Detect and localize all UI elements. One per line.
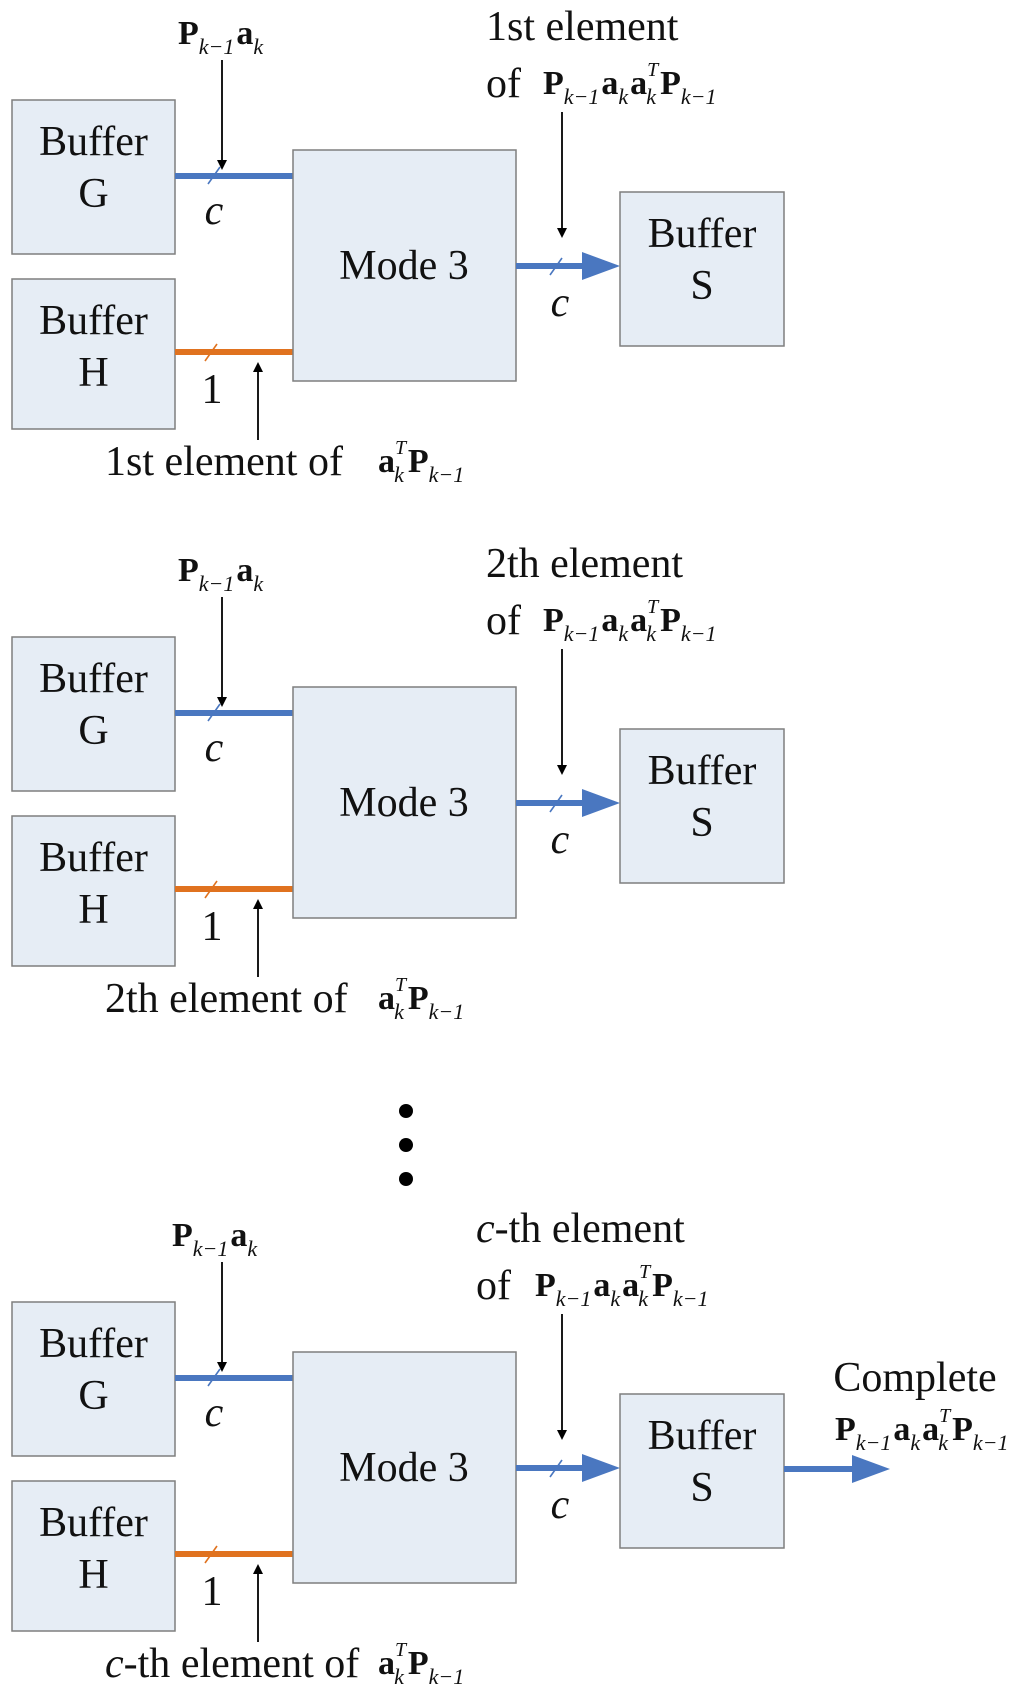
buffer-g-box bbox=[11, 99, 176, 255]
buffer-s-box bbox=[619, 1393, 785, 1549]
ellipsis-dot bbox=[399, 1104, 413, 1118]
top-of-label: of bbox=[486, 61, 521, 107]
input-label-pa: Pk−1ak bbox=[172, 1217, 258, 1261]
buffer-s-label: Buffer bbox=[648, 1413, 757, 1459]
bus-width-slash bbox=[207, 166, 221, 185]
bus-width-c: c bbox=[551, 1482, 570, 1528]
mode-3-label: Mode 3 bbox=[339, 1445, 469, 1491]
mode-3-block bbox=[292, 149, 517, 382]
buffer-g-letter: G bbox=[78, 1373, 108, 1419]
buffer-h-label: Buffer bbox=[39, 835, 148, 881]
buffer-s-box bbox=[619, 728, 785, 884]
bus-width-slash bbox=[204, 343, 218, 362]
buffer-h-letter: H bbox=[78, 1552, 108, 1598]
buffer-g-letter: G bbox=[78, 708, 108, 754]
buffer-g-letter: G bbox=[78, 171, 108, 217]
input-label-pa: Pk−1ak bbox=[178, 15, 264, 59]
buffer-g-box bbox=[11, 1301, 176, 1457]
mode-3-label: Mode 3 bbox=[339, 243, 469, 289]
bus-arrowhead bbox=[582, 1454, 620, 1482]
buffer-s-label: Buffer bbox=[648, 748, 757, 794]
top-of-label: of bbox=[476, 1263, 511, 1309]
top-of-label: of bbox=[486, 598, 521, 644]
buffer-s-letter: S bbox=[690, 800, 713, 846]
top-element-label: c-th element bbox=[476, 1206, 685, 1252]
buffer-s-label: Buffer bbox=[648, 211, 757, 257]
buffer-s-box bbox=[619, 191, 785, 347]
buffer-s-letter: S bbox=[690, 263, 713, 309]
mode-3-block bbox=[292, 686, 517, 919]
bus-width-c: c bbox=[551, 280, 570, 326]
mode-3-label: Mode 3 bbox=[339, 780, 469, 826]
buffer-h-label: Buffer bbox=[39, 298, 148, 344]
buffer-g-box bbox=[11, 636, 176, 792]
mode-3-block bbox=[292, 1351, 517, 1584]
output-arrowhead bbox=[852, 1455, 890, 1483]
ellipsis-dots bbox=[399, 1104, 413, 1186]
input-label-pa: Pk−1ak bbox=[178, 552, 264, 596]
bus-width-c: c bbox=[205, 725, 224, 771]
bus-width-1: 1 bbox=[202, 904, 223, 950]
buffer-h-letter: H bbox=[78, 887, 108, 933]
bus-width-1: 1 bbox=[202, 367, 223, 413]
top-element-label: 1st element bbox=[486, 4, 679, 50]
bottom-element-label: 1st element of bbox=[105, 439, 343, 485]
bus-width-slash bbox=[549, 1459, 563, 1478]
buffer-g-label: Buffer bbox=[39, 119, 148, 165]
buffer-h-box bbox=[11, 278, 176, 430]
buffer-h-label: Buffer bbox=[39, 1500, 148, 1546]
bus-arrowhead bbox=[582, 789, 620, 817]
bus-width-slash bbox=[204, 880, 218, 899]
bus-arrowhead bbox=[582, 252, 620, 280]
bus-width-slash bbox=[549, 257, 563, 276]
bus-width-c: c bbox=[205, 188, 224, 234]
bus-width-slash bbox=[207, 703, 221, 722]
buffer-h-box bbox=[11, 815, 176, 967]
bottom-element-label: c-th element of bbox=[105, 1641, 359, 1687]
bus-width-slash bbox=[549, 794, 563, 813]
bus-width-slash bbox=[204, 1545, 218, 1564]
buffer-h-letter: H bbox=[78, 350, 108, 396]
top-element-label: 2th element bbox=[486, 541, 683, 587]
buffer-g-label: Buffer bbox=[39, 1321, 148, 1367]
bus-width-slash bbox=[207, 1368, 221, 1387]
bus-width-c: c bbox=[205, 1390, 224, 1436]
buffer-h-box bbox=[11, 1480, 176, 1632]
buffer-g-label: Buffer bbox=[39, 656, 148, 702]
ellipsis-dot bbox=[399, 1172, 413, 1186]
buffer-s-letter: S bbox=[690, 1465, 713, 1511]
bus-width-c: c bbox=[551, 817, 570, 863]
complete-label: Complete bbox=[833, 1355, 996, 1401]
ellipsis-dot bbox=[399, 1138, 413, 1152]
bus-width-1: 1 bbox=[202, 1569, 223, 1615]
bottom-element-label: 2th element of bbox=[105, 976, 348, 1022]
